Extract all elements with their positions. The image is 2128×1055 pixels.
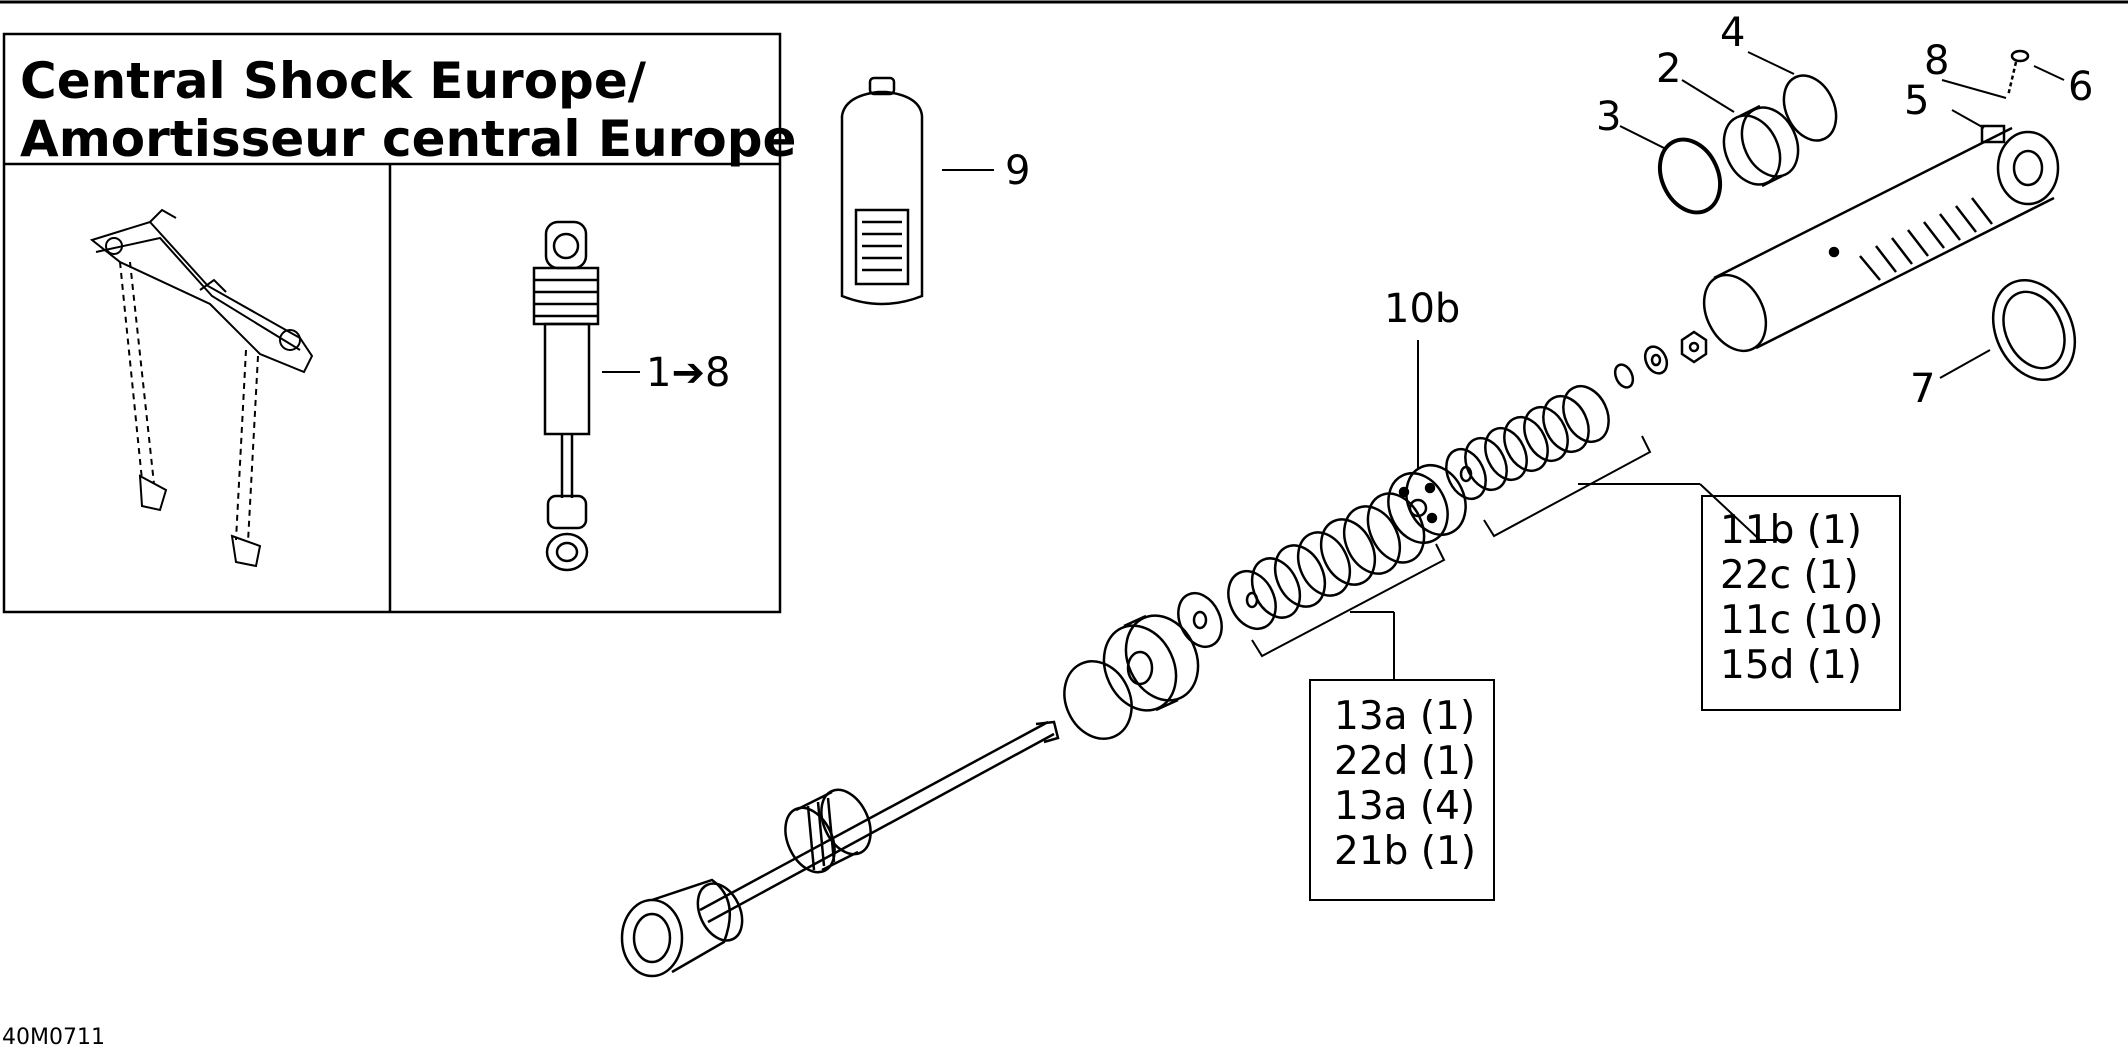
vehicle-frame-sketch: [89, 208, 314, 568]
qty-line: 22d (1): [1334, 739, 1477, 784]
title-line-french: Amortisseur central Europe: [20, 110, 797, 168]
qty-line: 15d (1): [1720, 643, 1863, 688]
qty-line: 22c (1): [1720, 553, 1859, 598]
assembled-shock-sketch: [532, 220, 600, 572]
qty-line: 13a (4): [1334, 784, 1476, 829]
lower-shim-stack: [1227, 492, 1426, 630]
title-line-english: Central Shock Europe/: [20, 52, 647, 110]
shock-body-cylinder: [1702, 126, 2060, 353]
rod-eyelet: [620, 878, 744, 978]
upper-shim-stack: [1445, 385, 1610, 501]
qty-line: 13a (1): [1334, 694, 1476, 739]
adjusting-nut-7: [1991, 278, 2077, 382]
callout-3: 3: [1596, 94, 1621, 140]
callout-1to8: 1➔8: [646, 350, 730, 396]
qty-line: 11b (1): [1720, 508, 1863, 553]
oil-bottle: [840, 76, 924, 306]
qty-line: 21b (1): [1334, 829, 1477, 874]
callout-4: 4: [1720, 10, 1745, 56]
callout-5: 5: [1904, 78, 1929, 124]
group-bracket-upper: [1483, 435, 1788, 541]
nut-and-washers: [1613, 330, 1708, 389]
callout-8: 8: [1924, 38, 1949, 84]
bump-stop: [784, 788, 872, 874]
callout-2: 2: [1656, 46, 1681, 92]
callout-9: 9: [1005, 148, 1030, 194]
qty-line: 11c (10): [1720, 598, 1884, 643]
callout-leaders-upper-right: [1619, 51, 2065, 379]
piston-rod: [699, 720, 1060, 924]
diagram-title: Central Shock Europe/ Amortisseur centra…: [20, 52, 796, 168]
cap-6: [2006, 49, 2030, 97]
quantity-box-upper-frame: [1701, 495, 1901, 711]
quantity-box-lower: 13a (1) 22d (1) 13a (4) 21b (1): [1334, 694, 1476, 874]
seal-ring-3: [1657, 137, 1723, 215]
drawing-code: 40M0711: [2, 1025, 105, 1050]
valve-5: [1980, 124, 2006, 144]
callout-10b: 10b: [1384, 286, 1460, 332]
group-bracket-lower: [1251, 543, 1446, 680]
valve-body-10b: [1387, 464, 1467, 544]
piston-washer: [1177, 592, 1223, 648]
bushing-2: [1722, 104, 1800, 188]
quantity-box-lower-frame: [1309, 679, 1495, 901]
inset-frame: [2, 32, 782, 614]
quantity-box-upper: 11b (1) 22c (1) 11c (10) 15d (1): [1720, 508, 1884, 688]
piston-o-ring: [1063, 660, 1133, 740]
callout-7: 7: [1910, 366, 1935, 412]
callout-6: 6: [2068, 64, 2093, 110]
o-ring-4: [1782, 74, 1838, 142]
